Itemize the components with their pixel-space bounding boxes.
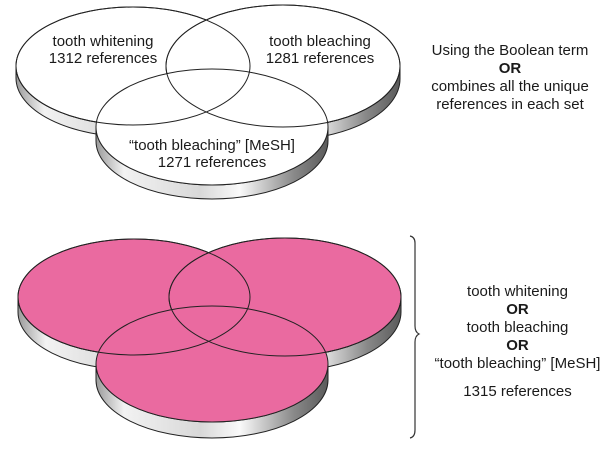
result-term-2: tooth bleaching: [466, 319, 569, 336]
boolean-or-explanation: Using the Boolean term OR combines all t…: [420, 42, 600, 114]
curly-brace: [409, 235, 421, 439]
outline-left: [15, 6, 251, 126]
disc-bottom-top: [95, 68, 329, 186]
pink-disc-bottom-top: [95, 305, 329, 423]
note-line-1: Using the Boolean term: [431, 42, 589, 59]
note-operator: OR: [498, 60, 522, 77]
result-operator-1: OR: [506, 301, 529, 318]
pink-outline-right: [168, 237, 402, 357]
result-count: 1315 references: [463, 383, 572, 400]
set-count-mesh: 1271 references: [158, 154, 266, 171]
result-term-3: “tooth bleaching” [MeSH]: [434, 355, 600, 372]
set-count-tooth-whitening: 1312 references: [49, 50, 157, 67]
pink-outline-left: [17, 238, 251, 356]
set-label-tooth-whitening: tooth whitening: [53, 33, 154, 50]
combined-query-result: tooth whitening OR tooth bleaching OR “t…: [430, 283, 600, 401]
outline-right: [165, 4, 401, 128]
set-label-mesh: “tooth bleaching” [MeSH]: [129, 137, 295, 154]
result-operator-2: OR: [506, 337, 529, 354]
note-line-2: combines all the unique: [431, 78, 589, 95]
top-venn: tooth whitening 1312 references tooth bl…: [15, 4, 401, 200]
set-count-tooth-bleaching: 1281 references: [266, 50, 374, 67]
set-label-tooth-bleaching: tooth bleaching: [269, 33, 371, 50]
bottom-venn: [17, 237, 402, 439]
note-line-3: references in each set: [436, 96, 584, 113]
result-term-1: tooth whitening: [467, 283, 568, 300]
